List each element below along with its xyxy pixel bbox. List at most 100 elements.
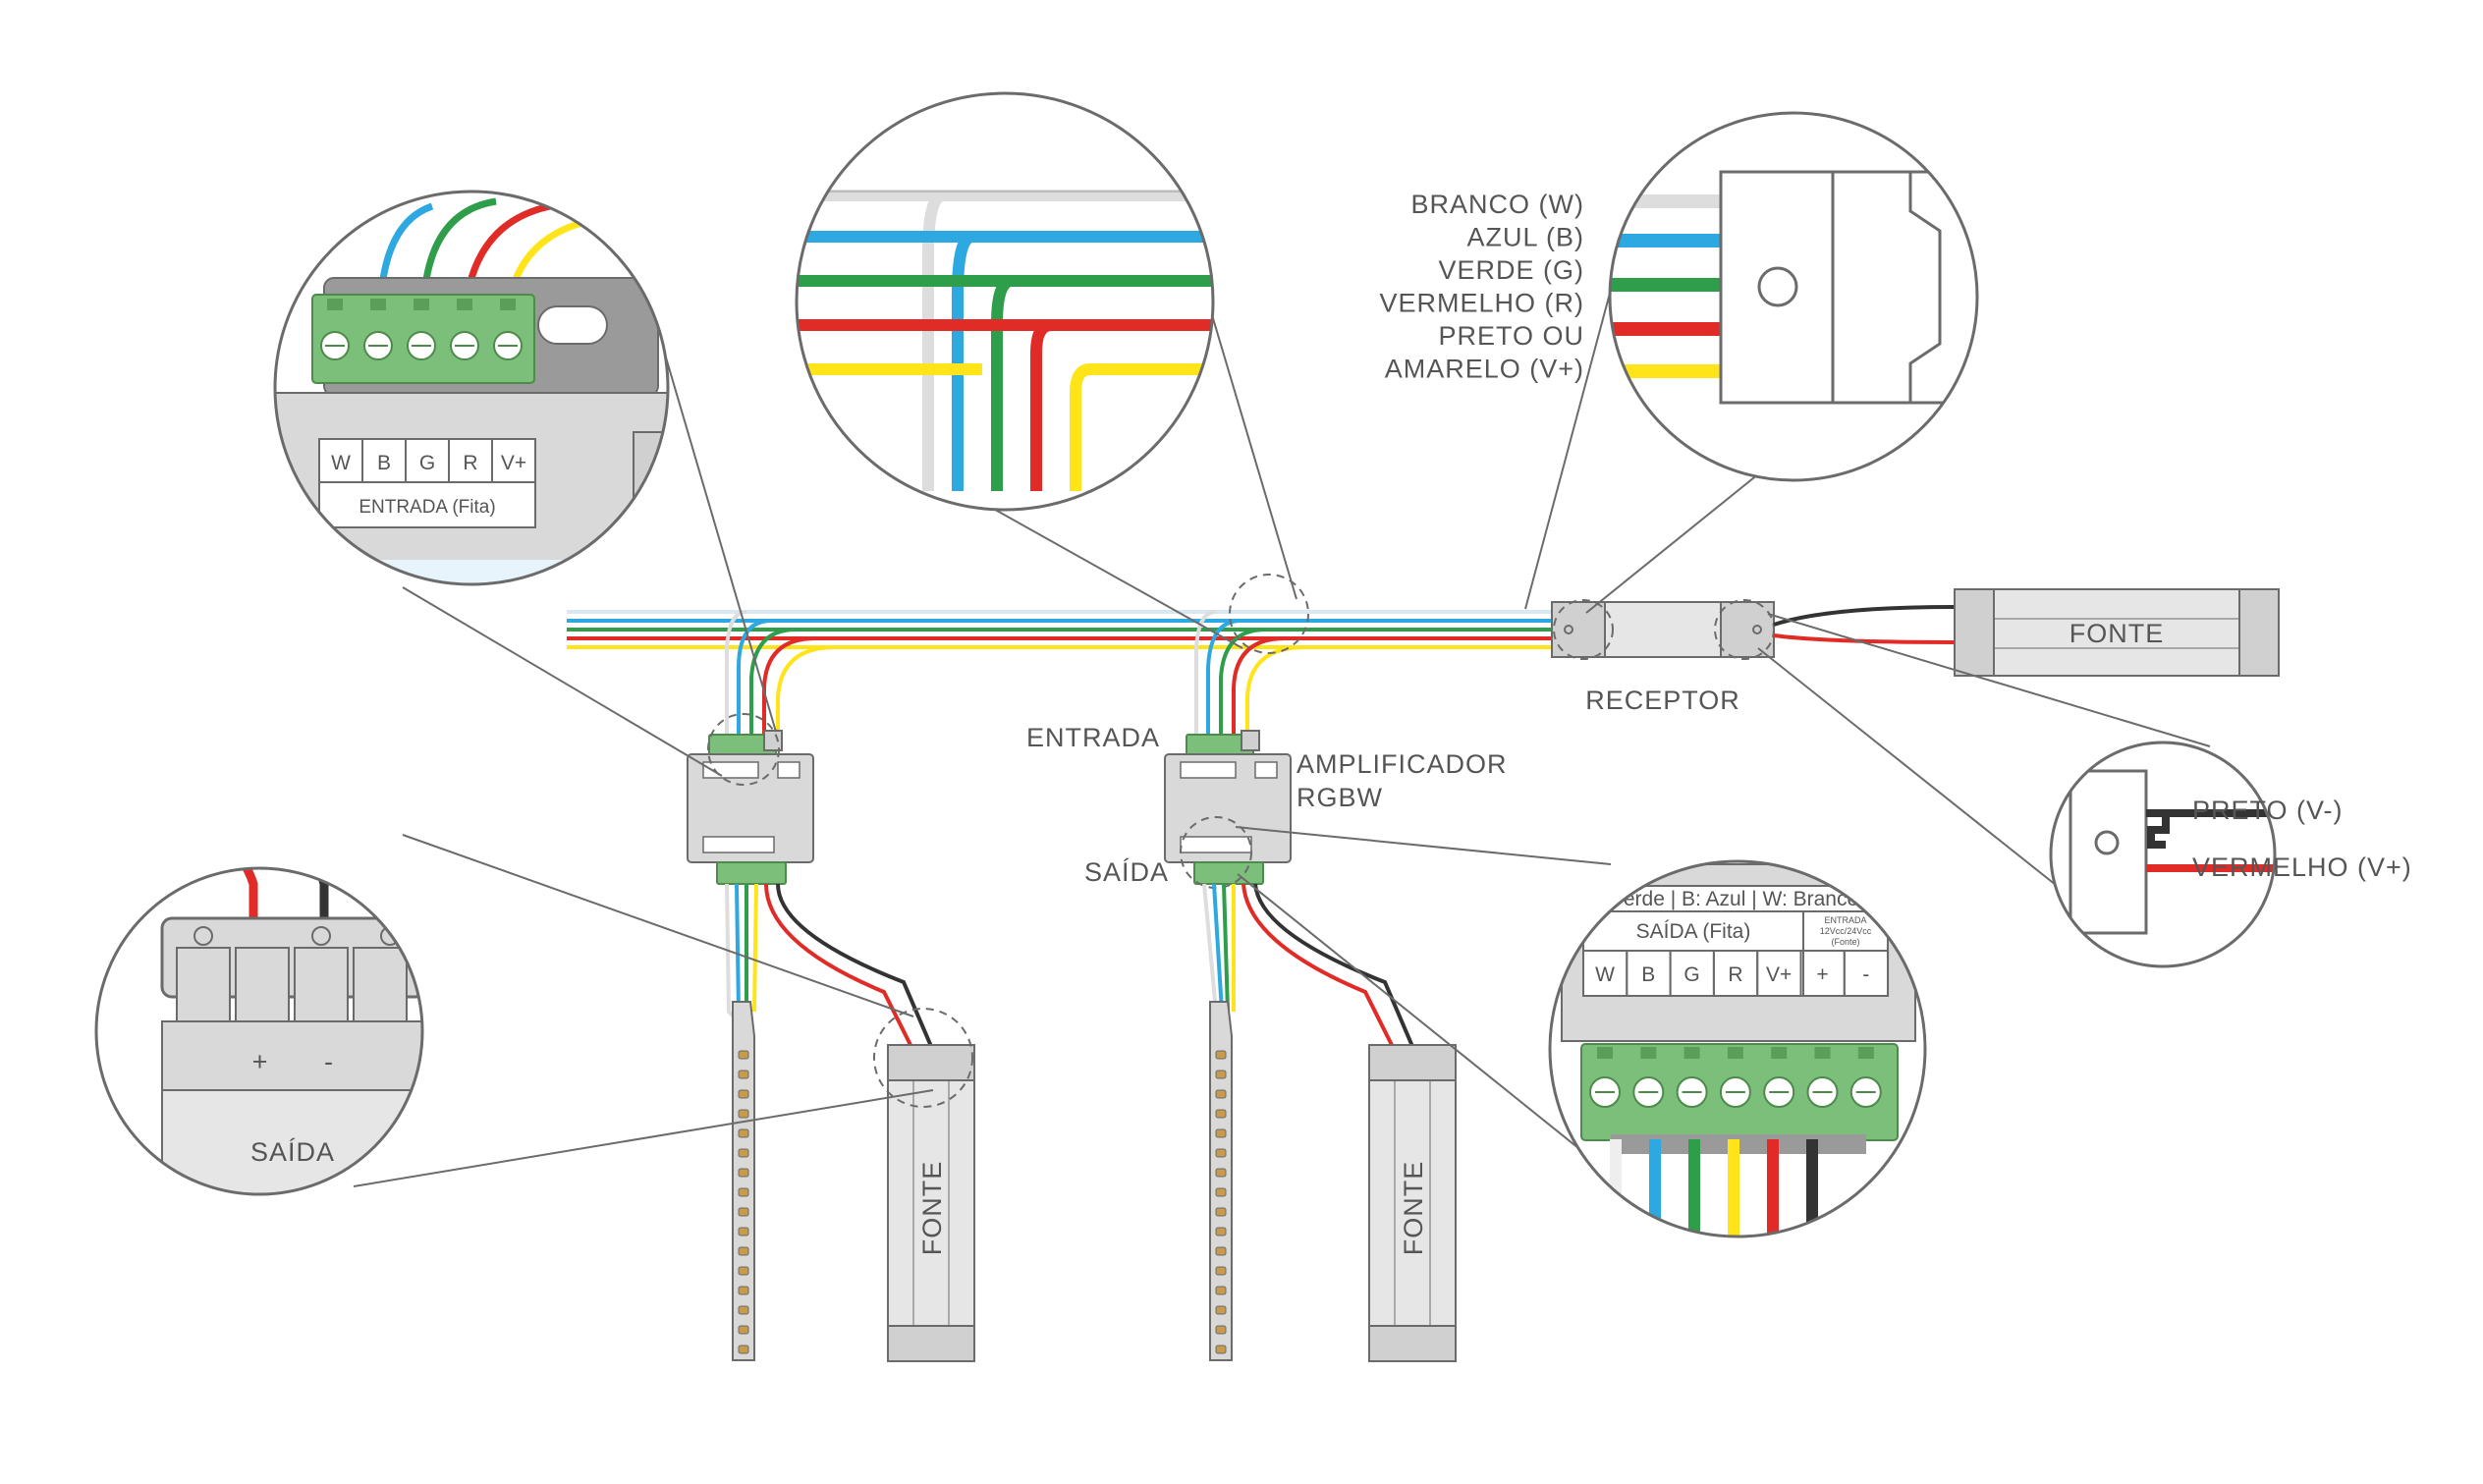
led-strip-left	[732, 1001, 755, 1361]
drop-wires-amp1	[725, 610, 836, 735]
terminal-tab	[457, 299, 472, 310]
led-chip	[738, 1187, 749, 1197]
legend-item: VERDE (G)	[1438, 255, 1584, 285]
terminal-cell	[491, 438, 536, 483]
led-chip	[738, 1109, 749, 1119]
led-chip	[1215, 1325, 1227, 1335]
zoom-receptor-power: PRETO (V-) VERMELHO (V+)	[2049, 741, 2412, 968]
led-chip	[1215, 1187, 1227, 1197]
led-chip	[1215, 1286, 1227, 1295]
strip-wires-left	[725, 883, 935, 1052]
legend-item: AMARELO (V+)	[1385, 355, 1584, 384]
led-chip	[1215, 1207, 1227, 1217]
terminal-label: G	[1683, 963, 1699, 986]
fonte-left-label: FONTE	[917, 1161, 947, 1256]
saida-zoom-label: SAÍDA	[250, 1137, 335, 1167]
led-chip	[1215, 1345, 1227, 1354]
amplificador-label: AMPLIFICADOR	[1297, 749, 1508, 779]
terminal-tab	[1640, 1047, 1657, 1059]
zoom-power-output: + - SAÍDA	[94, 866, 424, 1196]
legend-item: BRANCO (W)	[1411, 190, 1584, 219]
terminal-label: B	[377, 452, 391, 474]
terminal-tab	[327, 299, 343, 310]
led-chip	[1215, 1168, 1227, 1178]
legend-item: PRETO OU	[1438, 321, 1584, 351]
led-chip	[1215, 1305, 1227, 1315]
saida-label: SAÍDA	[1084, 857, 1169, 887]
led-chip	[738, 1128, 749, 1138]
plus-label: +	[252, 1047, 269, 1076]
callout-leaders	[353, 215, 2211, 1189]
main-bus	[567, 610, 1552, 649]
terminal-tab	[1771, 1047, 1788, 1059]
led-chip	[738, 1089, 749, 1099]
terminal-label: V+	[1766, 963, 1792, 986]
zoom-input-caption: ENTRADA (Fita)	[359, 497, 495, 518]
legend-item: VERMELHO (R)	[1379, 289, 1584, 318]
strip-wires-right	[1202, 883, 1416, 1052]
led-chip	[1215, 1070, 1227, 1079]
terminal-tab	[1727, 1047, 1743, 1059]
terminal-tab	[1683, 1047, 1700, 1059]
legend-item: AZUL (B)	[1466, 223, 1584, 252]
amplifier-right: ENTRADA AMPLIFICADOR RGBW SAÍDA	[1026, 574, 1508, 889]
zoom-input-terminal: W B G R V+ ENTRADA (Fita)	[273, 190, 670, 586]
terminal-cell	[1843, 950, 1890, 997]
power-supply-right: FONTE	[1954, 588, 2280, 677]
entrada-fonte-label-2: 12Vcc/24Vcc	[1820, 926, 1872, 936]
saida-fita-label: SAÍDA (Fita)	[1636, 920, 1751, 943]
terminal-label: V+	[501, 452, 526, 474]
terminal-label: B	[1641, 963, 1655, 986]
entrada-fonte-label-1: ENTRADA	[1824, 915, 1866, 925]
led-chip	[738, 1207, 749, 1217]
zoom-receptor-input	[1608, 111, 1979, 482]
terminal-label: W	[331, 452, 351, 474]
led-chip	[738, 1305, 749, 1315]
receptor-device: RECEPTOR	[1551, 599, 1775, 715]
terminal-tab	[1857, 1047, 1874, 1059]
led-chip	[1215, 1109, 1227, 1119]
terminal-tab	[500, 299, 516, 310]
terminal-label: W	[1595, 963, 1615, 986]
led-chip	[738, 1345, 749, 1354]
zoom-wire-crossing	[795, 91, 1215, 512]
led-strip-right	[1209, 1001, 1233, 1361]
entrada-fonte-label-3: (Fonte)	[1831, 937, 1859, 947]
fonte-right-label: FONTE	[2069, 619, 2165, 648]
terminal-label: -	[1862, 963, 1869, 986]
vermelho-label: VERMELHO (V+)	[2192, 852, 2412, 882]
zoom-output-header: G: Verde | B: Azul | W: Branco	[1583, 888, 1858, 910]
led-chip	[738, 1148, 749, 1158]
zoom-amplifier-output: G: Verde | B: Azul | W: Branco SAÍDA (Fi…	[1548, 859, 1927, 1238]
led-chip	[1215, 1128, 1227, 1138]
minus-label: -	[324, 1047, 334, 1076]
receptor-label: RECEPTOR	[1585, 686, 1740, 715]
led-chip	[1215, 1050, 1227, 1060]
led-chip	[738, 1070, 749, 1079]
led-chip	[738, 1246, 749, 1256]
terminal-label: +	[1816, 963, 1828, 986]
terminal-label: R	[463, 452, 477, 474]
led-chip	[738, 1325, 749, 1335]
power-supply-left: FONTE	[873, 1008, 975, 1362]
amplifier-left	[687, 713, 814, 885]
led-chip	[1215, 1266, 1227, 1276]
fonte-middle-label: FONTE	[1399, 1161, 1428, 1256]
led-chip	[738, 1168, 749, 1178]
terminal-tab	[1597, 1047, 1613, 1059]
rgbw-label: RGBW	[1297, 783, 1383, 812]
led-chip	[1215, 1148, 1227, 1158]
terminal-tab	[414, 299, 429, 310]
entrada-label: ENTRADA	[1026, 723, 1160, 752]
led-chip	[1215, 1089, 1227, 1099]
terminal-label: R	[1728, 963, 1742, 986]
power-supply-middle: FONTE	[1368, 1044, 1457, 1362]
led-chip	[1215, 1246, 1227, 1256]
drop-wires-amp2	[1194, 610, 1305, 735]
led-chip	[1215, 1227, 1227, 1237]
terminal-tab	[1814, 1047, 1831, 1059]
terminal-label: G	[419, 452, 435, 474]
wire-legend: BRANCO (W) AZUL (B) VERDE (G) VERMELHO (R) P…	[1379, 190, 1584, 384]
